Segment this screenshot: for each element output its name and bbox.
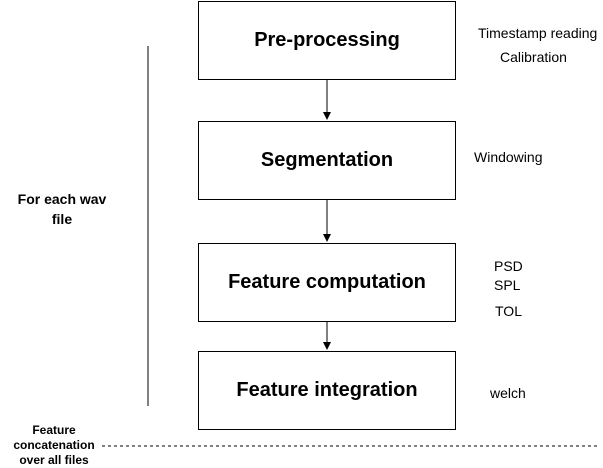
- step-integration-label: Feature integration: [236, 379, 418, 401]
- concatenation-label-line3: over all files: [19, 453, 89, 467]
- concatenation-label-line1: Feature: [32, 423, 76, 437]
- concatenation-label: Feature concatenation over all files: [4, 423, 104, 468]
- note-timestamp-reading: Timestamp reading: [478, 25, 598, 41]
- loop-scope-label-line2: file: [51, 211, 73, 227]
- loop-scope-label: For each wav file: [4, 189, 120, 229]
- step-segmentation-box: Segmentation: [198, 121, 456, 200]
- step-segmentation-label: Segmentation: [260, 149, 394, 171]
- note-welch: welch: [490, 385, 526, 401]
- note-windowing: Windowing: [474, 149, 543, 165]
- loop-scope-label-line1: For each wav: [17, 191, 107, 207]
- step-integration-box: Feature integration: [198, 351, 456, 430]
- step-preprocessing-label: Pre-processing: [254, 29, 400, 51]
- step-preprocessing-box: Pre-processing: [198, 1, 456, 80]
- note-tol: TOL: [495, 303, 522, 319]
- note-psd: PSD: [494, 258, 523, 274]
- note-calibration: Calibration: [500, 49, 567, 65]
- step-computation-box: Feature computation: [198, 243, 456, 322]
- concatenation-label-line2: concatenation: [13, 438, 95, 452]
- step-computation-label: Feature computation: [228, 271, 426, 293]
- note-spl: SPL: [494, 277, 521, 293]
